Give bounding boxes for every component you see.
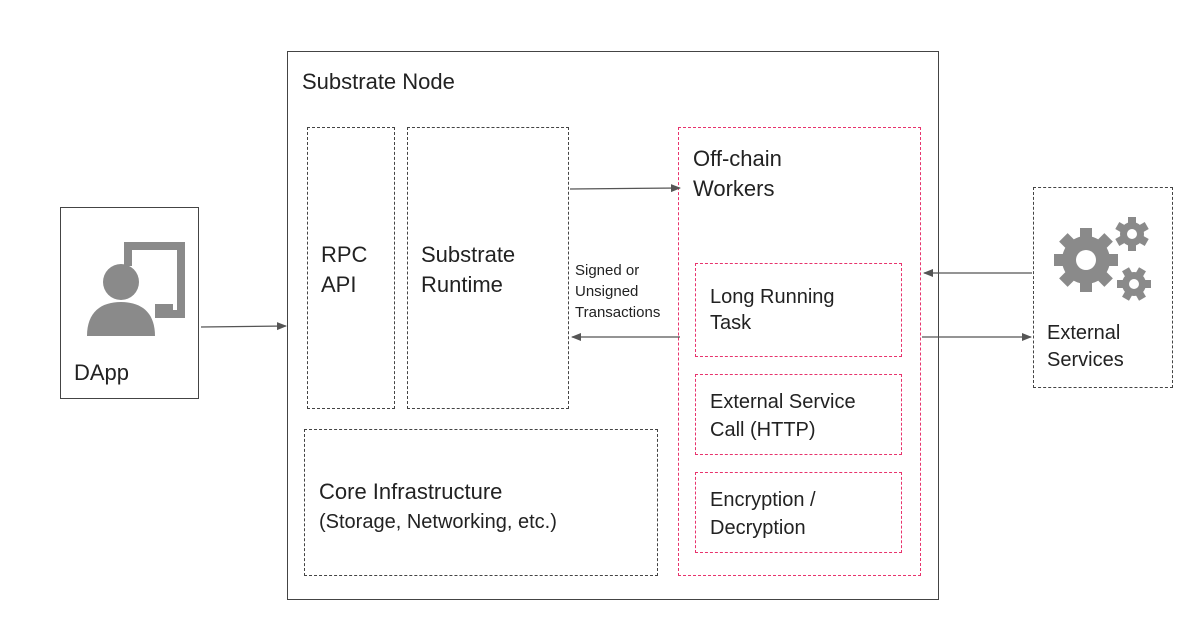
substrate-node-box [287, 51, 939, 600]
task-encryption-label: Encryption / Decryption [710, 489, 816, 539]
substrate-runtime-label: Substrate Runtime [421, 242, 516, 297]
task-long-running-label: Long Running Task [710, 286, 835, 334]
substrate-runtime-box [407, 127, 569, 409]
external-services-box: External Services [1033, 187, 1173, 388]
transactions-label: Signed or Unsigned Transactions [575, 262, 661, 321]
offchain-workers-title: Off-chain Workers [693, 146, 782, 201]
rpc-api-label: RPC API [321, 242, 368, 297]
dapp-label: DApp [74, 360, 130, 385]
gears-icon [1054, 217, 1151, 301]
core-infrastructure-box [304, 429, 658, 576]
core-infrastructure-title: Core Infrastructure [319, 479, 503, 504]
task-encryption [695, 472, 902, 553]
task-external-service-call-label: External Service Call (HTTP) [710, 391, 856, 441]
arrow-dapp-to-node [200, 322, 287, 331]
core-infrastructure-subtitle: (Storage, Networking, etc.) [319, 511, 557, 533]
offchain-workers-box [678, 127, 921, 576]
dapp-box: DApp [60, 207, 199, 399]
task-long-running [695, 263, 902, 357]
external-services-label: External Services [1047, 322, 1124, 371]
user-screen-icon [87, 242, 185, 336]
task-external-service-call [695, 374, 902, 455]
rpc-api-box [307, 127, 395, 409]
substrate-node-title: Substrate Node [302, 69, 455, 94]
arrow-runtime-to-offchain [569, 184, 681, 193]
